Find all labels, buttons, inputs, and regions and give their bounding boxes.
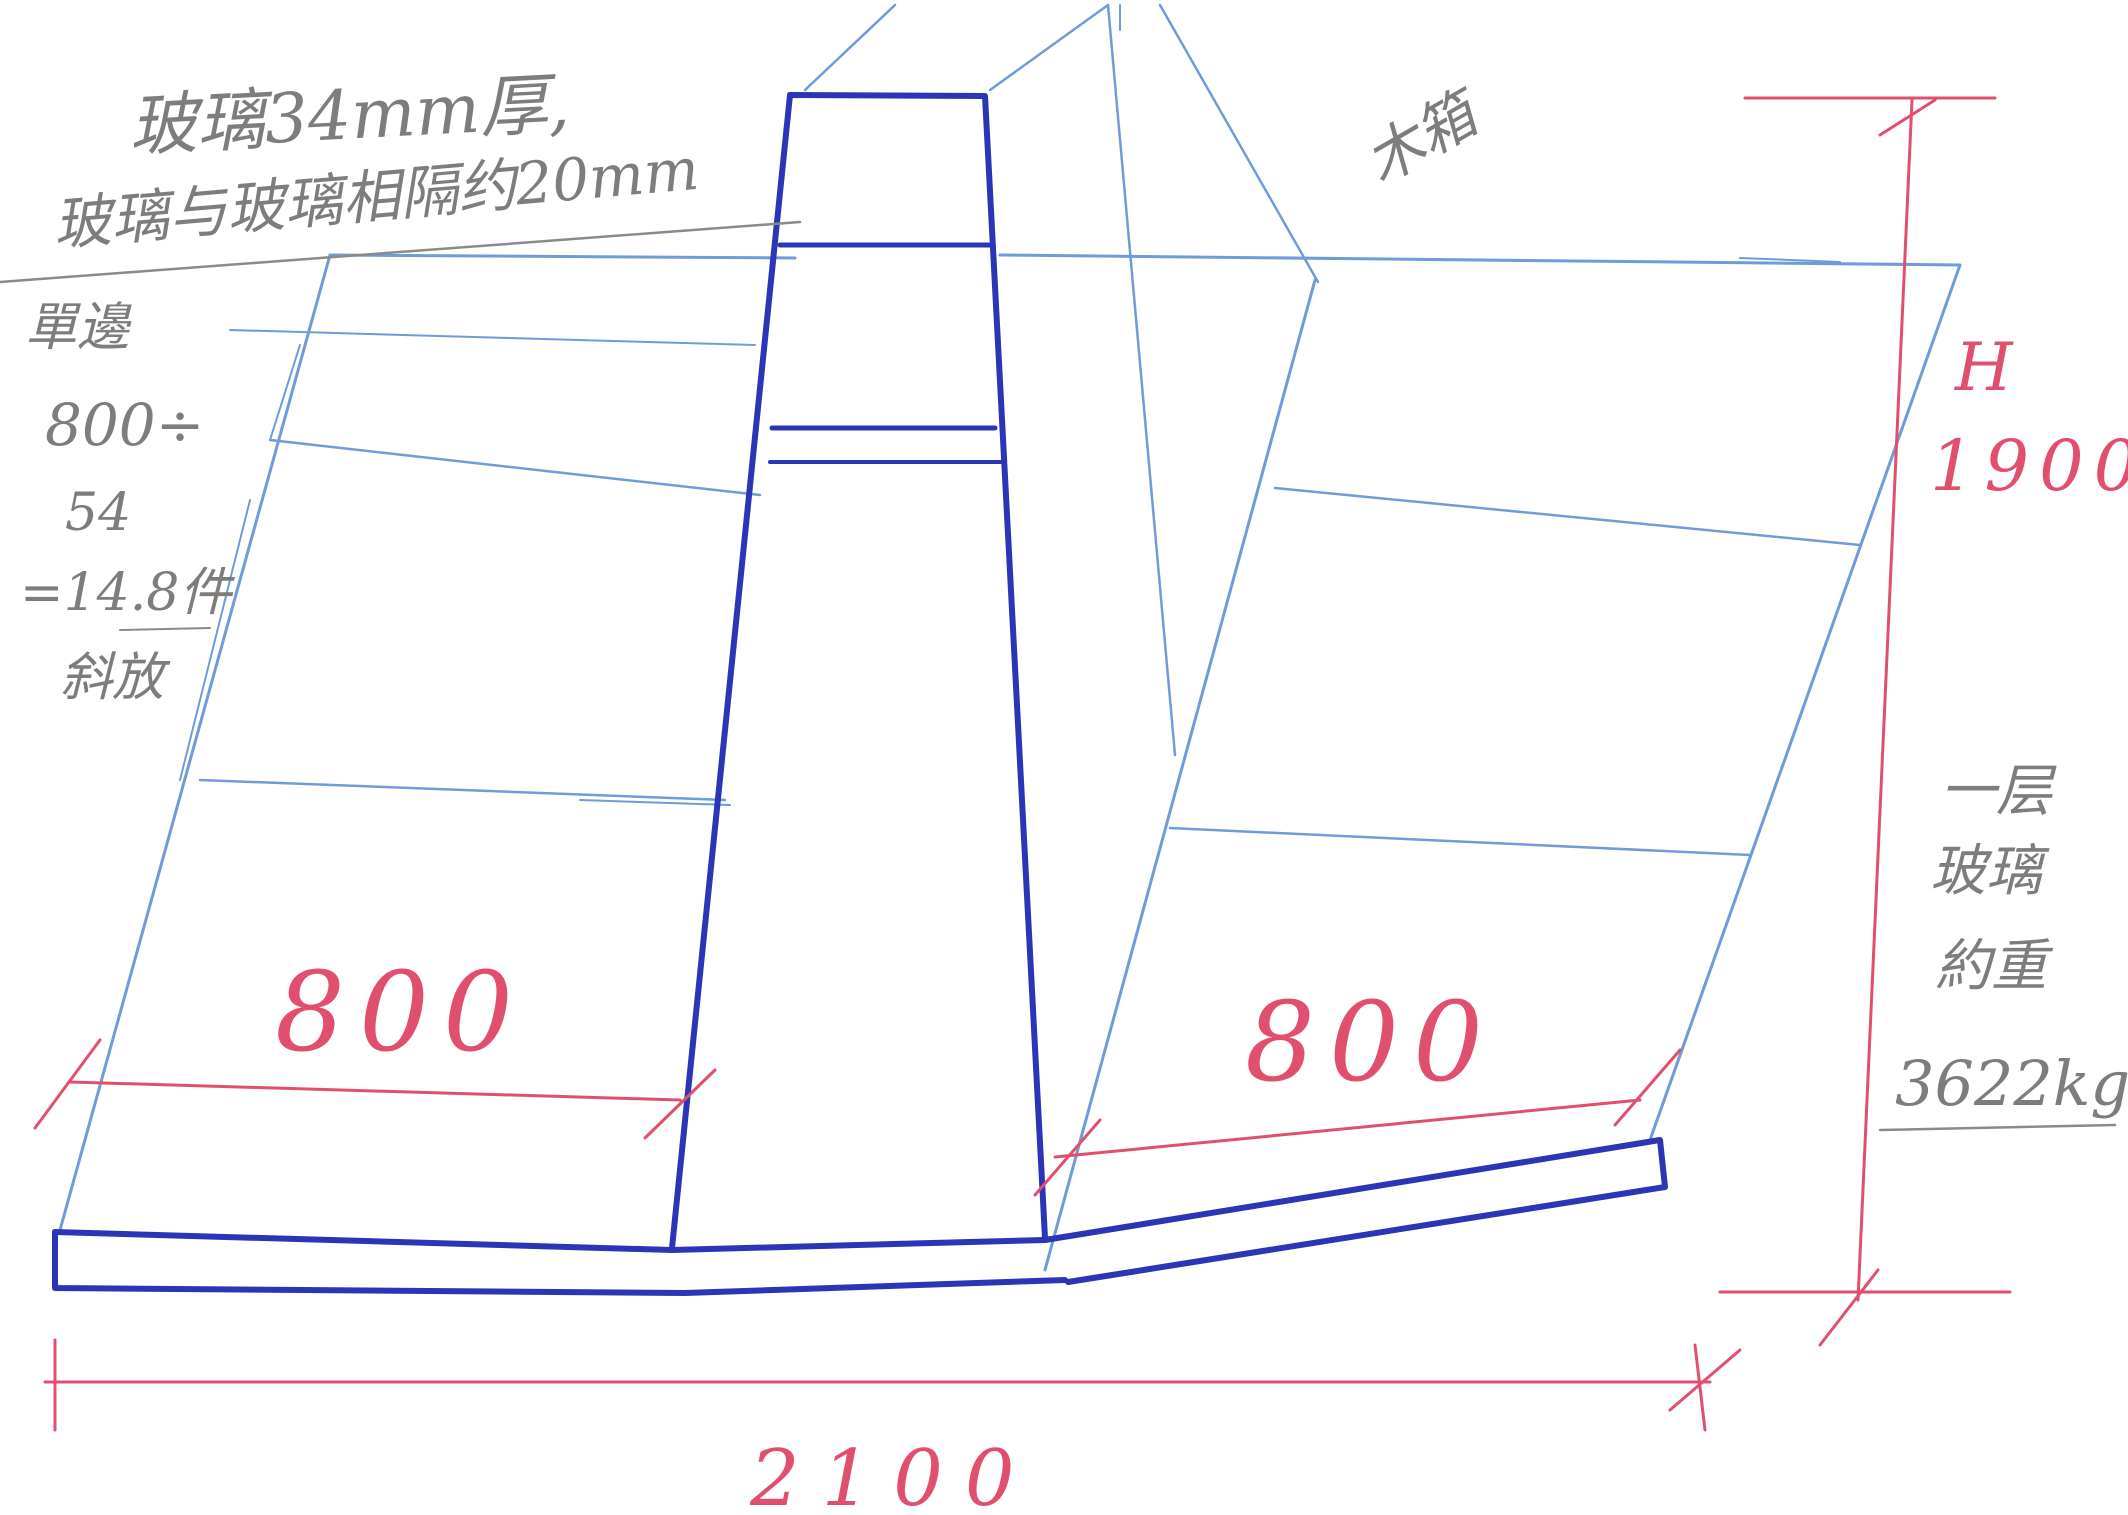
per-side-note: 單邊 800÷ 54 =14.8件 斜放 [20, 298, 235, 708]
height-letter: H [1954, 329, 2014, 406]
per-side-line5: 斜放 [60, 648, 171, 708]
weight-line1: 一层 [1940, 759, 2057, 824]
weight-line2: 玻璃 [1930, 839, 2050, 904]
left-width-value: 800 [275, 948, 527, 1076]
left-glass-stack [58, 253, 797, 1232]
crate-label: 木箱 [1353, 76, 1494, 197]
total-width-dimension [43, 1338, 1742, 1432]
per-side-line4: =14.8件 [20, 563, 235, 623]
weight-line4: 3622kg [1895, 1047, 2128, 1120]
glass-top-projection [803, 3, 1320, 757]
height-dimension [1718, 96, 2012, 1347]
per-side-line2: 800÷ [45, 391, 204, 459]
right-glass-stack [998, 253, 1962, 1272]
per-side-line3: 54 [65, 483, 131, 543]
weight-line3: 約重 [1935, 934, 2054, 999]
annotation-strokes [0, 220, 2117, 1132]
height-value: 1900 [1930, 425, 2128, 507]
right-width-dimension [1033, 1048, 1682, 1197]
right-width-value: 800 [1245, 978, 1497, 1106]
left-width-dimension [33, 1038, 717, 1140]
weight-note: 一层 玻璃 約重 3622kg [1895, 759, 2128, 1120]
a-frame-rack [52, 92, 1668, 1296]
per-side-line1: 單邊 [25, 298, 132, 358]
total-width-value: 2100 [749, 1434, 1037, 1515]
